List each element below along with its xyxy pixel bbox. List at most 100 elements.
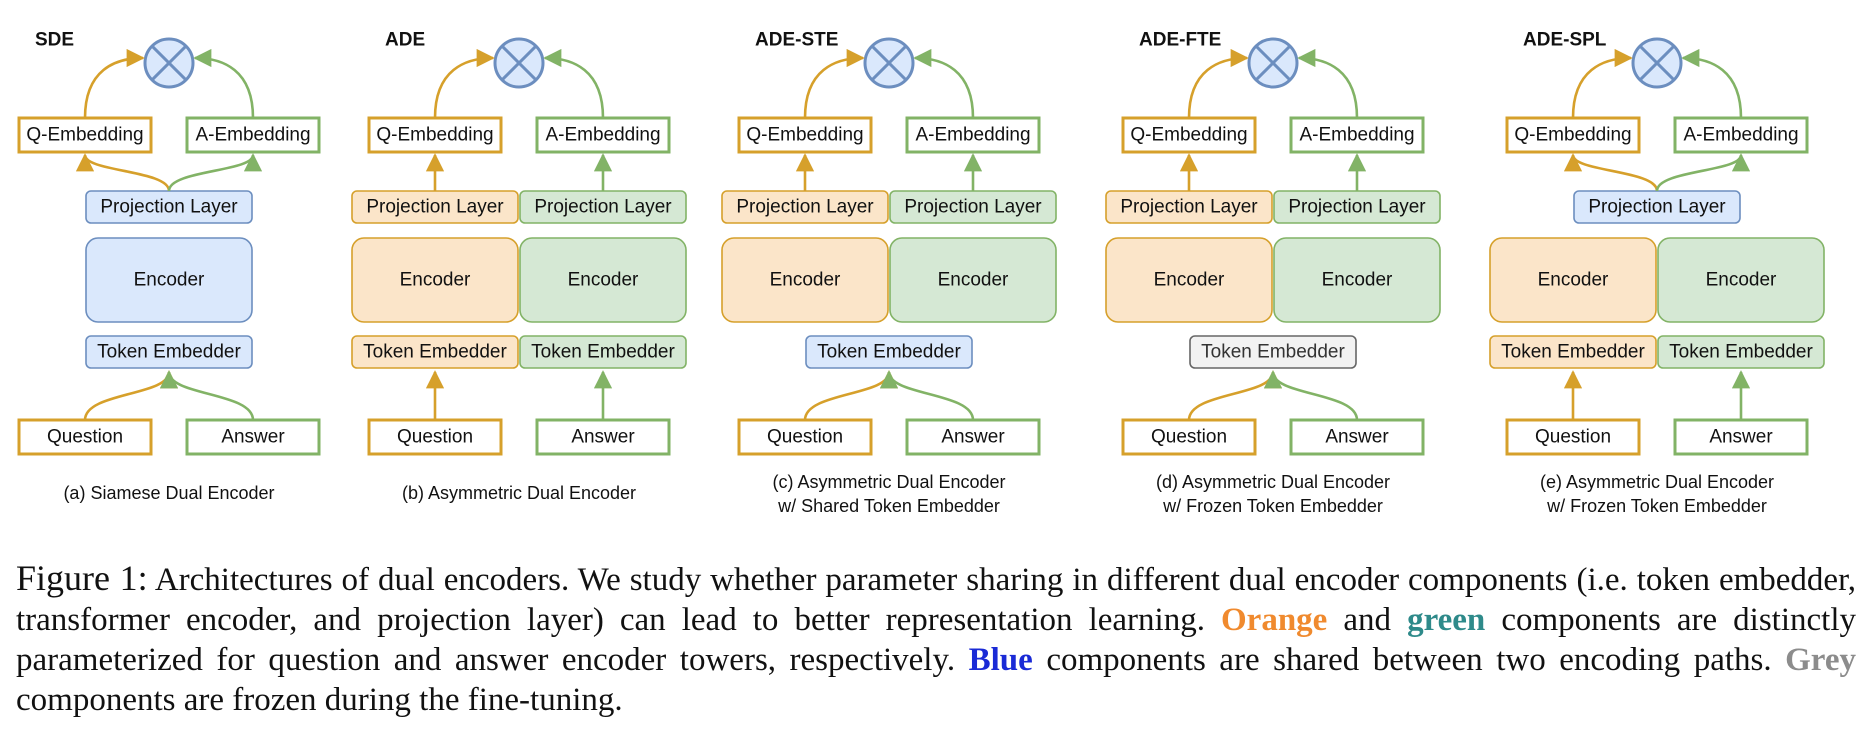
- a-embedding-box-label: A-Embedding: [915, 125, 1030, 146]
- answer-input-box-shape: [185, 418, 321, 456]
- question-input-box-shape: [1505, 418, 1641, 456]
- a-embedding-box-label: A-Embedding: [195, 125, 310, 146]
- question-input-box: Question: [17, 418, 153, 456]
- q-embedding-box-label: Q-Embedding: [26, 125, 143, 146]
- panel-caption-sde-line1: (a) Siamese Dual Encoder: [63, 483, 274, 503]
- arrow-a-to-similarity: [193, 48, 255, 119]
- question-input-box-label: Question: [47, 427, 123, 448]
- caption-text-1: Architectures of dual encoders. We study…: [16, 562, 1856, 638]
- encoder-question-label: Encoder: [1538, 270, 1609, 291]
- encoder-answer-label: Encoder: [1322, 270, 1393, 291]
- a-embedding-box-shape: [535, 116, 671, 154]
- answer-input-box: Answer: [185, 418, 321, 456]
- encoder-question-label: Encoder: [400, 270, 471, 291]
- encoder-question: Encoder: [1489, 237, 1657, 323]
- answer-input-box-shape: [1289, 418, 1425, 456]
- a-embedding-box: A-Embedding: [1673, 116, 1809, 154]
- token-embedder-question: Token Embedder: [351, 335, 519, 369]
- projection-layer-answer: Projection Layer: [889, 190, 1057, 224]
- q-embedding-box-shape: [367, 116, 503, 154]
- encoder-answer-shape: [1273, 237, 1441, 323]
- token-embedder-answer-label: Token Embedder: [531, 342, 675, 363]
- token-embedder-frozen-label: Token Embedder: [1201, 342, 1345, 363]
- arrow-q-to-similarity: [83, 48, 145, 119]
- similarity-icon: [143, 37, 195, 89]
- encoder-answer: Encoder: [1657, 237, 1825, 323]
- question-input-box: Question: [737, 418, 873, 456]
- arrow-q-to-similarity: [1187, 48, 1249, 119]
- token-embedder-question-label: Token Embedder: [1501, 342, 1645, 363]
- caption-text-5: components are frozen during the fine-tu…: [16, 682, 623, 718]
- similarity-cross-b: [870, 44, 908, 82]
- q-embedding-box-shape: [1121, 116, 1257, 154]
- similarity-cross-b: [150, 44, 188, 82]
- question-input-box-shape: [737, 418, 873, 456]
- token-embedder-shared-label: Token Embedder: [817, 342, 961, 363]
- arrow-proj-to-a: [1655, 153, 1751, 192]
- encoder-question: Encoder: [721, 237, 889, 323]
- encoder-answer-label: Encoder: [1706, 270, 1777, 291]
- arrow-q-to-similarity: [433, 48, 495, 119]
- token-embedder-answer: Token Embedder: [519, 335, 687, 369]
- q-embedding-box: Q-Embedding: [1121, 116, 1257, 154]
- caption-text-4: components are shared between two encodi…: [1032, 642, 1786, 678]
- question-input-box-shape: [1121, 418, 1257, 456]
- q-embedding-box-label: Q-Embedding: [376, 125, 493, 146]
- answer-input-box-label: Answer: [221, 427, 285, 448]
- arrow-question-to-token: [803, 370, 899, 421]
- panel-tag-ade-ste: ADE-STE: [755, 30, 838, 51]
- panel-caption-ade-ste-line1: (c) Asymmetric Dual Encoder: [772, 472, 1005, 492]
- projection-layer-answer: Projection Layer: [1273, 190, 1441, 224]
- figure-caption: Figure 1: Architectures of dual encoders…: [16, 558, 1856, 720]
- a-embedding-box: A-Embedding: [535, 116, 671, 154]
- panel-tag-sde: SDE: [35, 30, 74, 51]
- caption-text-3: components are distinctly parameterized …: [16, 602, 1857, 678]
- projection-layer-shared-label: Projection Layer: [1588, 197, 1726, 218]
- panel-caption-ade-spl-line2: w/ Frozen Token Embedder: [1546, 496, 1767, 516]
- a-embedding-box-label: A-Embedding: [545, 125, 660, 146]
- arrow-q-to-similarity: [803, 48, 865, 119]
- panel-tag-ade-spl: ADE-SPL: [1523, 30, 1607, 51]
- arrow-a-to-similarity: [1297, 48, 1359, 119]
- q-embedding-box-shape: [737, 116, 873, 154]
- question-input-box-label: Question: [1151, 427, 1227, 448]
- similarity-icon: [493, 37, 545, 89]
- question-input-box-label: Question: [1535, 427, 1611, 448]
- panel-caption-ade-spl-line1: (e) Asymmetric Dual Encoder: [1540, 472, 1774, 492]
- caption-grey-word: Grey: [1785, 642, 1856, 678]
- token-embedder-question-shape: [1489, 335, 1657, 369]
- similarity-cross-b: [1254, 44, 1292, 82]
- q-embedding-box-label: Q-Embedding: [1514, 125, 1631, 146]
- similarity-icon: [1247, 37, 1299, 89]
- answer-input-box-label: Answer: [941, 427, 1005, 448]
- token-embedder-answer: Token Embedder: [1657, 335, 1825, 369]
- panel-tag-ade-fte: ADE-FTE: [1139, 30, 1221, 51]
- answer-input-box-shape: [905, 418, 1041, 456]
- panel-caption-ade-ste-line2: w/ Shared Token Embedder: [777, 496, 1000, 516]
- panel-tag-ade: ADE: [385, 30, 425, 51]
- figure-label: Figure 1:: [16, 558, 148, 598]
- projection-layer-question: Projection Layer: [351, 190, 519, 224]
- a-embedding-box-shape: [905, 116, 1041, 154]
- projection-layer-question-label: Projection Layer: [1120, 197, 1258, 218]
- answer-input-box-label: Answer: [1325, 427, 1389, 448]
- q-embedding-box-label: Q-Embedding: [1130, 125, 1247, 146]
- arrow-proj-to-a: [167, 153, 263, 192]
- caption-blue-word: Blue: [968, 642, 1033, 678]
- similarity-icon: [1631, 37, 1683, 89]
- encoder-shared-label: Encoder: [134, 270, 205, 291]
- token-embedder-shared-shape: [805, 335, 973, 369]
- encoder-question: Encoder: [351, 237, 519, 323]
- encoder-shared: Encoder: [85, 237, 253, 323]
- token-embedder-shared-label: Token Embedder: [97, 342, 241, 363]
- encoder-answer-label: Encoder: [568, 270, 639, 291]
- answer-input-box-shape: [1673, 418, 1809, 456]
- a-embedding-box-shape: [185, 116, 321, 154]
- q-embedding-box-label: Q-Embedding: [746, 125, 863, 146]
- encoder-answer-shape: [1657, 237, 1825, 323]
- answer-input-box-label: Answer: [571, 427, 635, 448]
- encoder-question-label: Encoder: [1154, 270, 1225, 291]
- encoder-answer: Encoder: [889, 237, 1057, 323]
